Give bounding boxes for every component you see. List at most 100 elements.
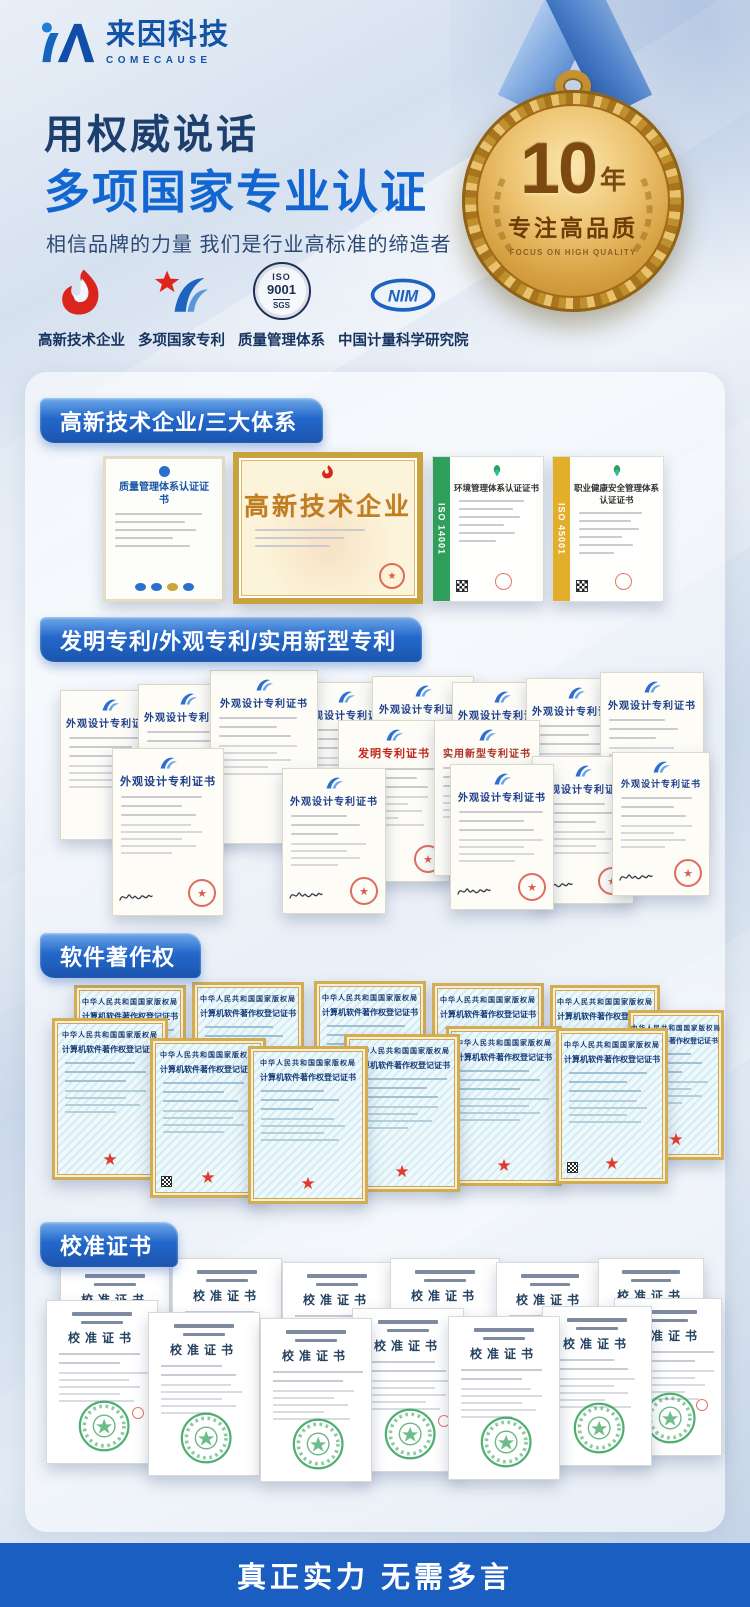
cert-text-line	[641, 1062, 703, 1064]
cert-text-line	[65, 1111, 116, 1113]
copyright-office-header: 中华人民共和国国家版权局	[631, 1025, 721, 1032]
copyright-office-header: 中华人民共和国国家版权局	[456, 1040, 552, 1047]
cert-text-line	[459, 1079, 541, 1081]
cert-text-line	[459, 1119, 520, 1121]
cert-header-line	[631, 1279, 671, 1282]
cert-text-line	[121, 852, 172, 854]
cert-text-line	[261, 1132, 324, 1134]
cert-text-line	[273, 1411, 324, 1413]
cert-text-line	[535, 743, 602, 745]
cert-text-line	[541, 845, 596, 847]
cert-text-line	[459, 1070, 530, 1072]
cnipa-logo-icon	[533, 763, 633, 779]
calibration-cert-title: 校准证书	[515, 1293, 584, 1307]
copyright-office-header: 中华人民共和国国家版权局	[200, 996, 296, 1003]
software-cert-title: 计算机软件著作权登记证书	[634, 1038, 718, 1045]
cnipa-logo-icon	[139, 691, 237, 707]
cert-text-line	[459, 1088, 520, 1090]
signature	[457, 884, 491, 903]
calibration-cert-title: 校准证书	[67, 1331, 136, 1345]
cert-text-line	[621, 806, 674, 808]
laurel-wreath-icon	[493, 173, 653, 253]
cert-body	[533, 831, 633, 854]
cert-text-line	[305, 729, 359, 731]
cert-text-line	[459, 1105, 530, 1107]
cert-text-line	[569, 1100, 637, 1102]
cert-header-line	[173, 1324, 235, 1328]
cert-text-line	[459, 820, 525, 822]
pill-label: 校准证书	[60, 1233, 153, 1259]
badge-patents: 多项国家专利	[138, 268, 225, 350]
red-star-seal: ★	[496, 1156, 512, 1175]
cert-header-line	[638, 1310, 698, 1314]
green-stamp-icon	[77, 1399, 131, 1458]
cert-text-line	[569, 1121, 642, 1123]
calibration-cert-title: 校准证书	[281, 1349, 350, 1363]
cert-body	[347, 1106, 457, 1129]
cert-text-line	[295, 1315, 375, 1317]
cert-text-line	[147, 731, 210, 733]
badge-label: 中国计量科学研究院	[338, 333, 469, 349]
cert-text-line	[65, 1097, 126, 1099]
cert-header-line	[529, 1283, 571, 1286]
cnipa-logo-icon	[435, 727, 539, 743]
brand-text: 来因科技 COMECAUSE	[106, 19, 230, 66]
cert-text-line	[291, 864, 338, 866]
cert-text-line	[163, 1100, 238, 1102]
green-stamp-icon	[479, 1415, 533, 1474]
cert-text-line	[291, 833, 338, 835]
cert-text-line	[365, 1401, 426, 1403]
cert-text-line	[555, 1368, 629, 1370]
cert-text-line	[459, 860, 516, 862]
patent-cert-title: 外观设计专利证书	[608, 701, 696, 712]
red-star-seal: ★	[604, 1154, 620, 1173]
cert-text-line	[357, 1120, 432, 1122]
cert-text-line	[65, 1080, 126, 1082]
copyright-office-header: 中华人民共和国国家版权局	[440, 997, 536, 1004]
cert-text-line	[205, 1026, 273, 1028]
cert-body	[283, 843, 385, 866]
cert-text-line	[327, 1025, 406, 1027]
red-star-seal: ★	[300, 1174, 316, 1193]
patent-cert-title: 发明专利证书	[358, 748, 430, 760]
cert-text-line	[121, 805, 182, 807]
cert-text-line	[59, 1386, 141, 1388]
hero-tagline: 相信品牌的力量 我们是行业高标准的缔造者	[46, 234, 452, 256]
cert-text-line	[365, 1380, 456, 1382]
red-seal-stamp: ★	[188, 879, 216, 907]
cert-text-line	[219, 717, 298, 719]
cert-text-line	[205, 1035, 284, 1037]
cert-text-line	[541, 812, 615, 814]
copyright-office-header: 中华人民共和国国家版权局	[564, 1042, 660, 1049]
cert-title: 高新技术企业	[243, 493, 412, 521]
cert-text-line	[59, 1362, 120, 1364]
qr-code-icon	[567, 1162, 578, 1173]
cert-text-line	[161, 1412, 212, 1414]
cert-header-line	[520, 1274, 580, 1278]
cert-header-line	[197, 1270, 257, 1274]
software-cert-title: 计算机软件著作权登记证书	[440, 1010, 536, 1019]
badge-nim: NIM 中国计量科学研究院	[338, 274, 469, 350]
cert-text-line	[627, 1398, 700, 1400]
cert-text-line	[65, 1062, 136, 1064]
cert-text-line	[627, 1351, 714, 1353]
software-copyright-certificate: 中华人民共和国国家版权局计算机软件著作权登记证书★	[556, 1028, 668, 1184]
hero-subtitle: 多项国家专业认证	[44, 166, 428, 218]
cert-header-line	[567, 1318, 627, 1322]
cert-text-line	[59, 1393, 120, 1395]
cert-text-line	[627, 1391, 686, 1393]
cnipa-logo-icon	[297, 689, 395, 705]
cert-body	[353, 1380, 463, 1410]
pill-label: 高新技术企业/三大体系	[60, 409, 298, 435]
cert-text-line	[163, 1117, 234, 1119]
cert-text-line	[535, 725, 608, 727]
cert-header-line	[85, 1274, 145, 1278]
signature	[289, 888, 323, 907]
cert-body	[55, 1090, 165, 1113]
cert-text-line	[59, 1400, 134, 1402]
cnipa-logo-icon	[451, 771, 553, 787]
cert-text-line	[569, 1090, 642, 1092]
cert-text-line	[461, 1388, 532, 1390]
